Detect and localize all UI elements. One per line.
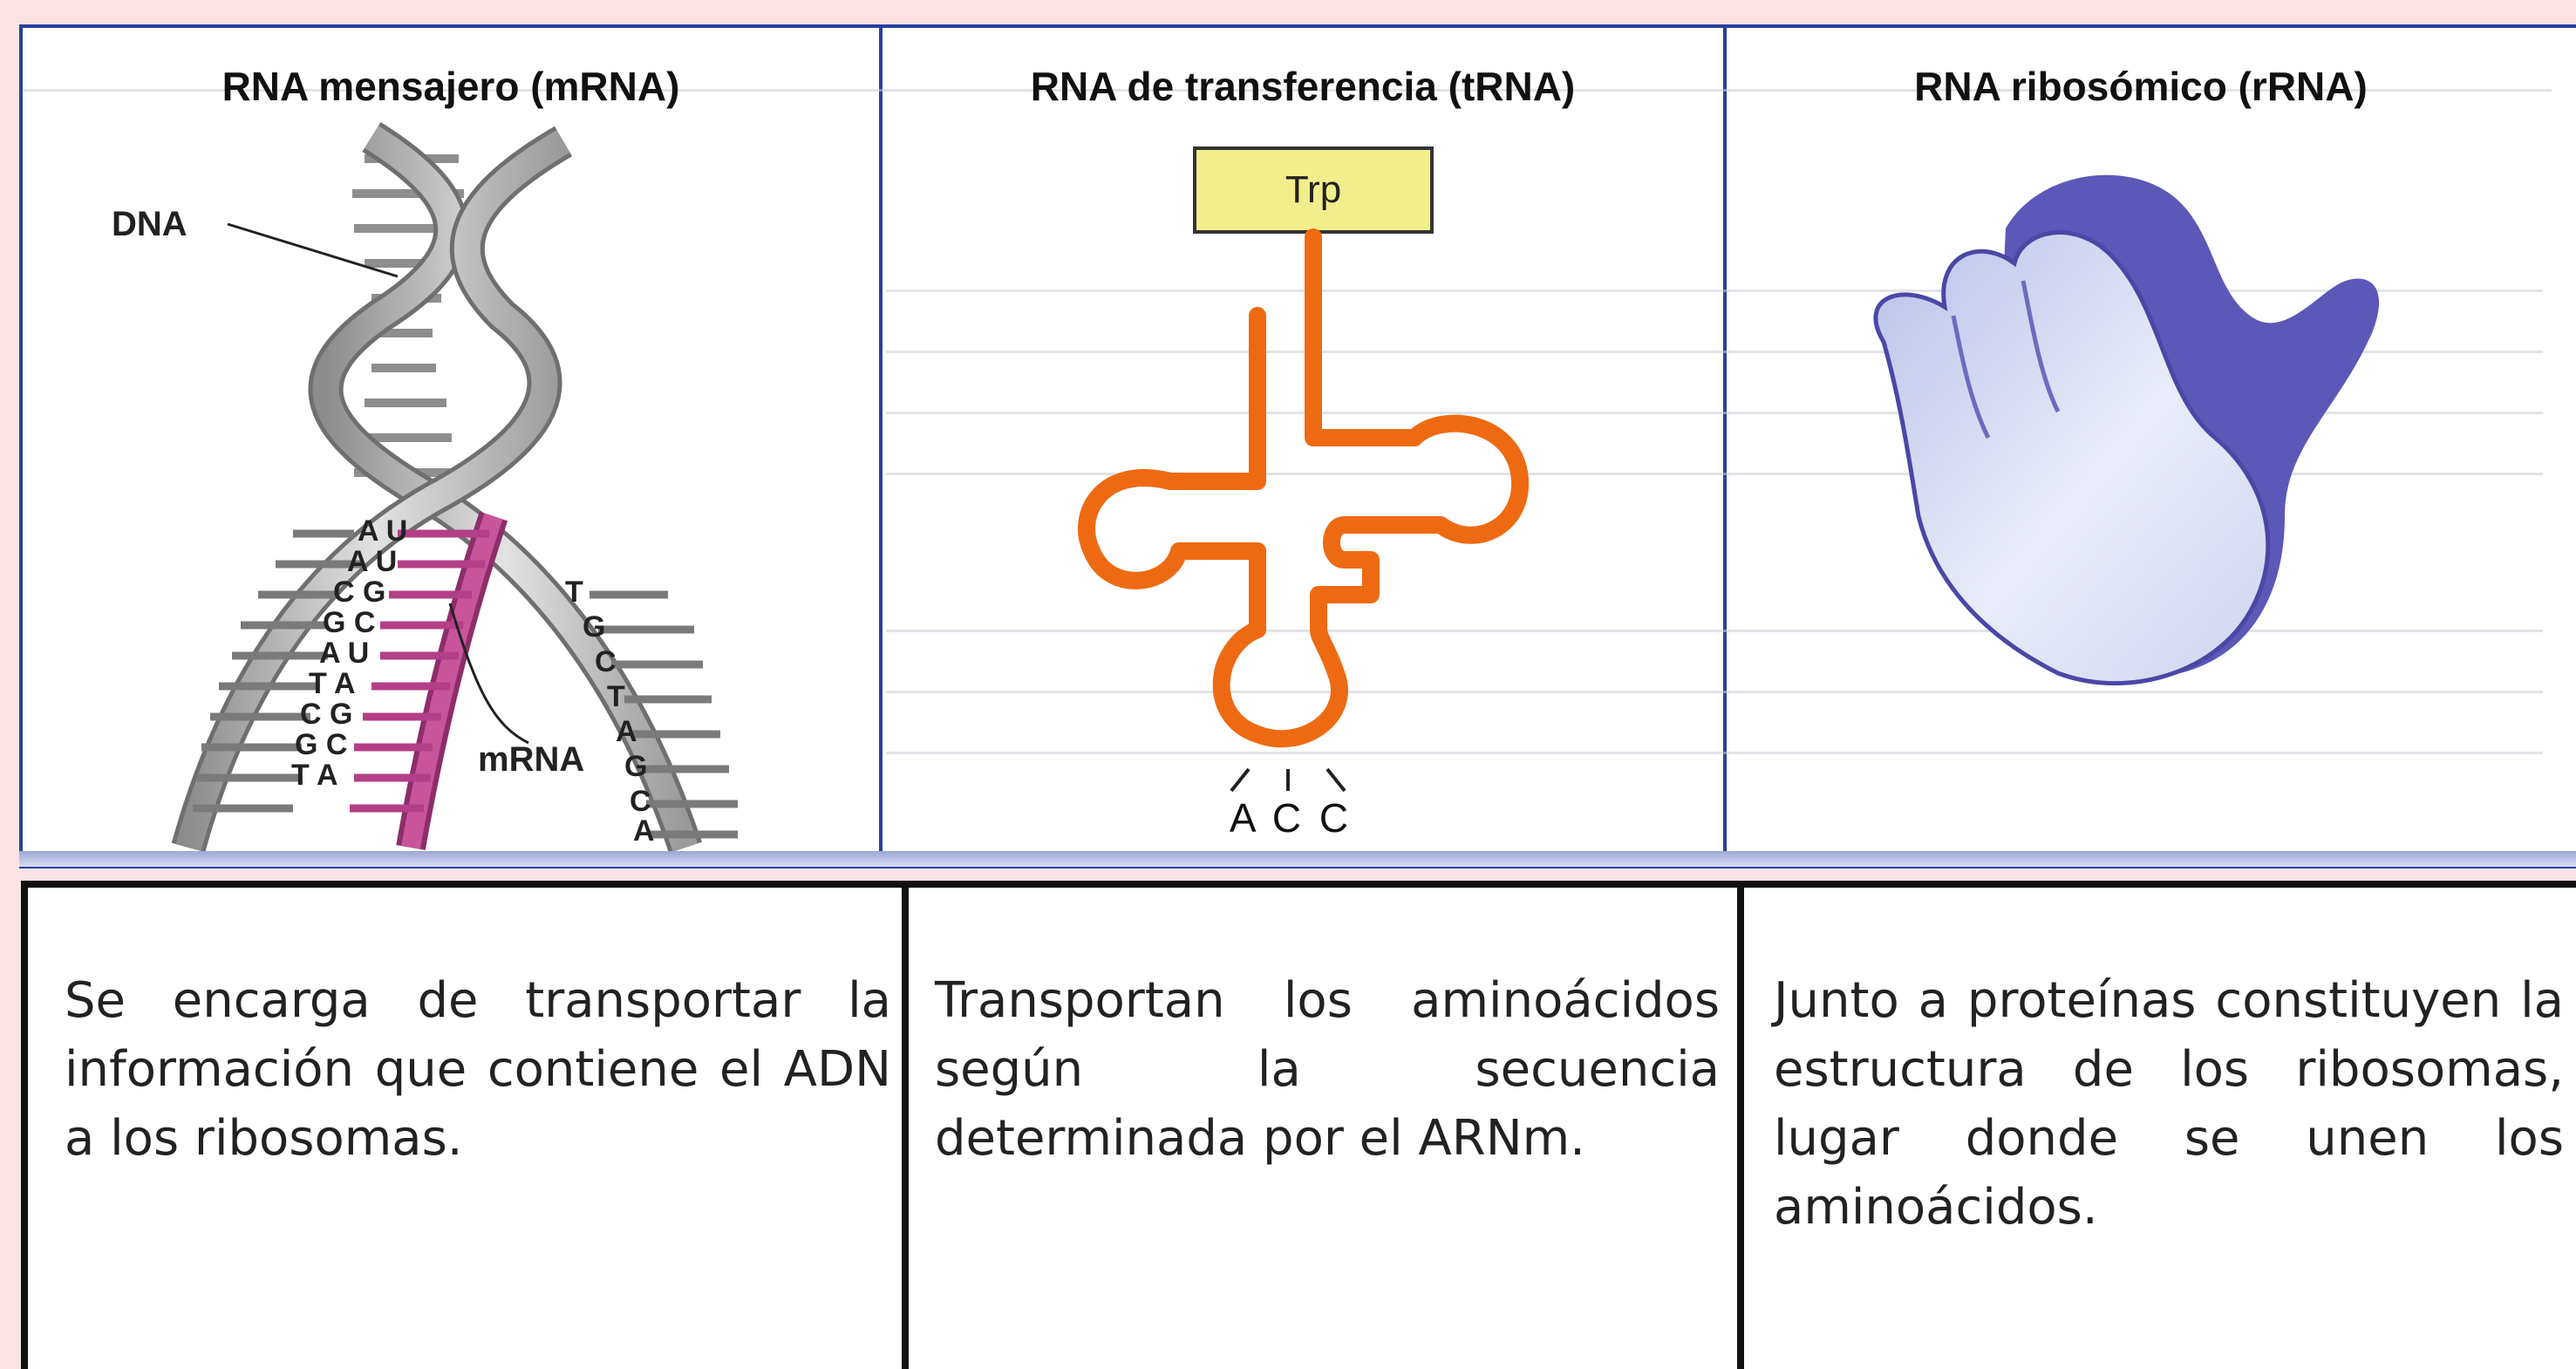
bleed-through-line — [886, 752, 2543, 754]
description-table: Se encarga de transportar la información… — [21, 881, 2576, 1369]
bleed-through-line — [886, 412, 2543, 414]
trna-description: Transportan los aminoácidos según la sec… — [935, 972, 1720, 1167]
bleed-through-line — [23, 89, 2552, 92]
ribosome-front-lobe — [1873, 230, 2271, 685]
mrna-right-bases: T G C T A G C A — [565, 576, 655, 848]
base-pair: A U — [358, 514, 407, 548]
base-pair: A U — [319, 637, 369, 670]
base: T — [607, 680, 625, 713]
bleed-through-line — [886, 691, 2543, 693]
trna-cloverleaf — [1078, 228, 1530, 748]
description-cell-trna: Transportan los aminoácidos según la sec… — [909, 888, 1744, 1369]
base-pair: A U — [347, 545, 397, 578]
column-divider — [1723, 28, 1727, 865]
base: A — [633, 814, 655, 848]
column-divider — [879, 28, 883, 865]
base-pair: T A — [291, 759, 338, 792]
dna-label: DNA — [112, 205, 187, 243]
dna-mrna-illustration: A U A U C G G C A U T A C G G C T A T G … — [112, 122, 738, 854]
base: C — [595, 645, 617, 678]
base-pair: T A — [309, 667, 356, 700]
anticodon-label: A C C — [1230, 795, 1352, 841]
base: A — [616, 715, 637, 748]
base: C — [630, 785, 651, 818]
mrna-description: Se encarga de transportar la información… — [65, 972, 891, 1167]
trna-illustration: Trp A C C — [1078, 146, 1530, 841]
bleed-through-line — [886, 473, 2543, 475]
base-pair: G C — [323, 606, 375, 639]
bleed-through-line — [886, 630, 2543, 632]
base: G — [624, 750, 647, 783]
amino-acid-label: Trp — [1285, 168, 1341, 211]
mrna-label: mRNA — [478, 740, 584, 779]
base-pair: G C — [295, 728, 347, 761]
bleed-through-line — [886, 289, 2543, 292]
title-mrna: RNA mensajero (mRNA) — [221, 64, 680, 109]
mrna-left-bases: A U A U C G G C A U T A C G G C T A — [291, 514, 407, 792]
rrna-illustration — [1873, 174, 2380, 685]
base: T — [565, 576, 583, 609]
description-cell-rrna: Junto a proteínas constituyen la estruct… — [1744, 888, 2576, 1369]
rrna-description: Junto a proteínas constituyen la estruct… — [1774, 972, 2564, 1236]
base-pair: C G — [333, 576, 385, 609]
title-trna: RNA de transferencia (tRNA) — [1030, 64, 1576, 109]
title-rrna: RNA ribosómico (rRNA) — [1914, 64, 2368, 109]
diagram-panel: RNA mensajero (mRNA) RNA de transferenci… — [19, 24, 2576, 868]
bleed-through-line — [886, 351, 2543, 353]
base-pair: C G — [300, 698, 352, 731]
base: G — [583, 610, 605, 644]
description-cell-mrna: Se encarga de transportar la información… — [28, 888, 909, 1369]
trp-box — [1193, 146, 1434, 234]
divider-strip — [19, 851, 2576, 867]
